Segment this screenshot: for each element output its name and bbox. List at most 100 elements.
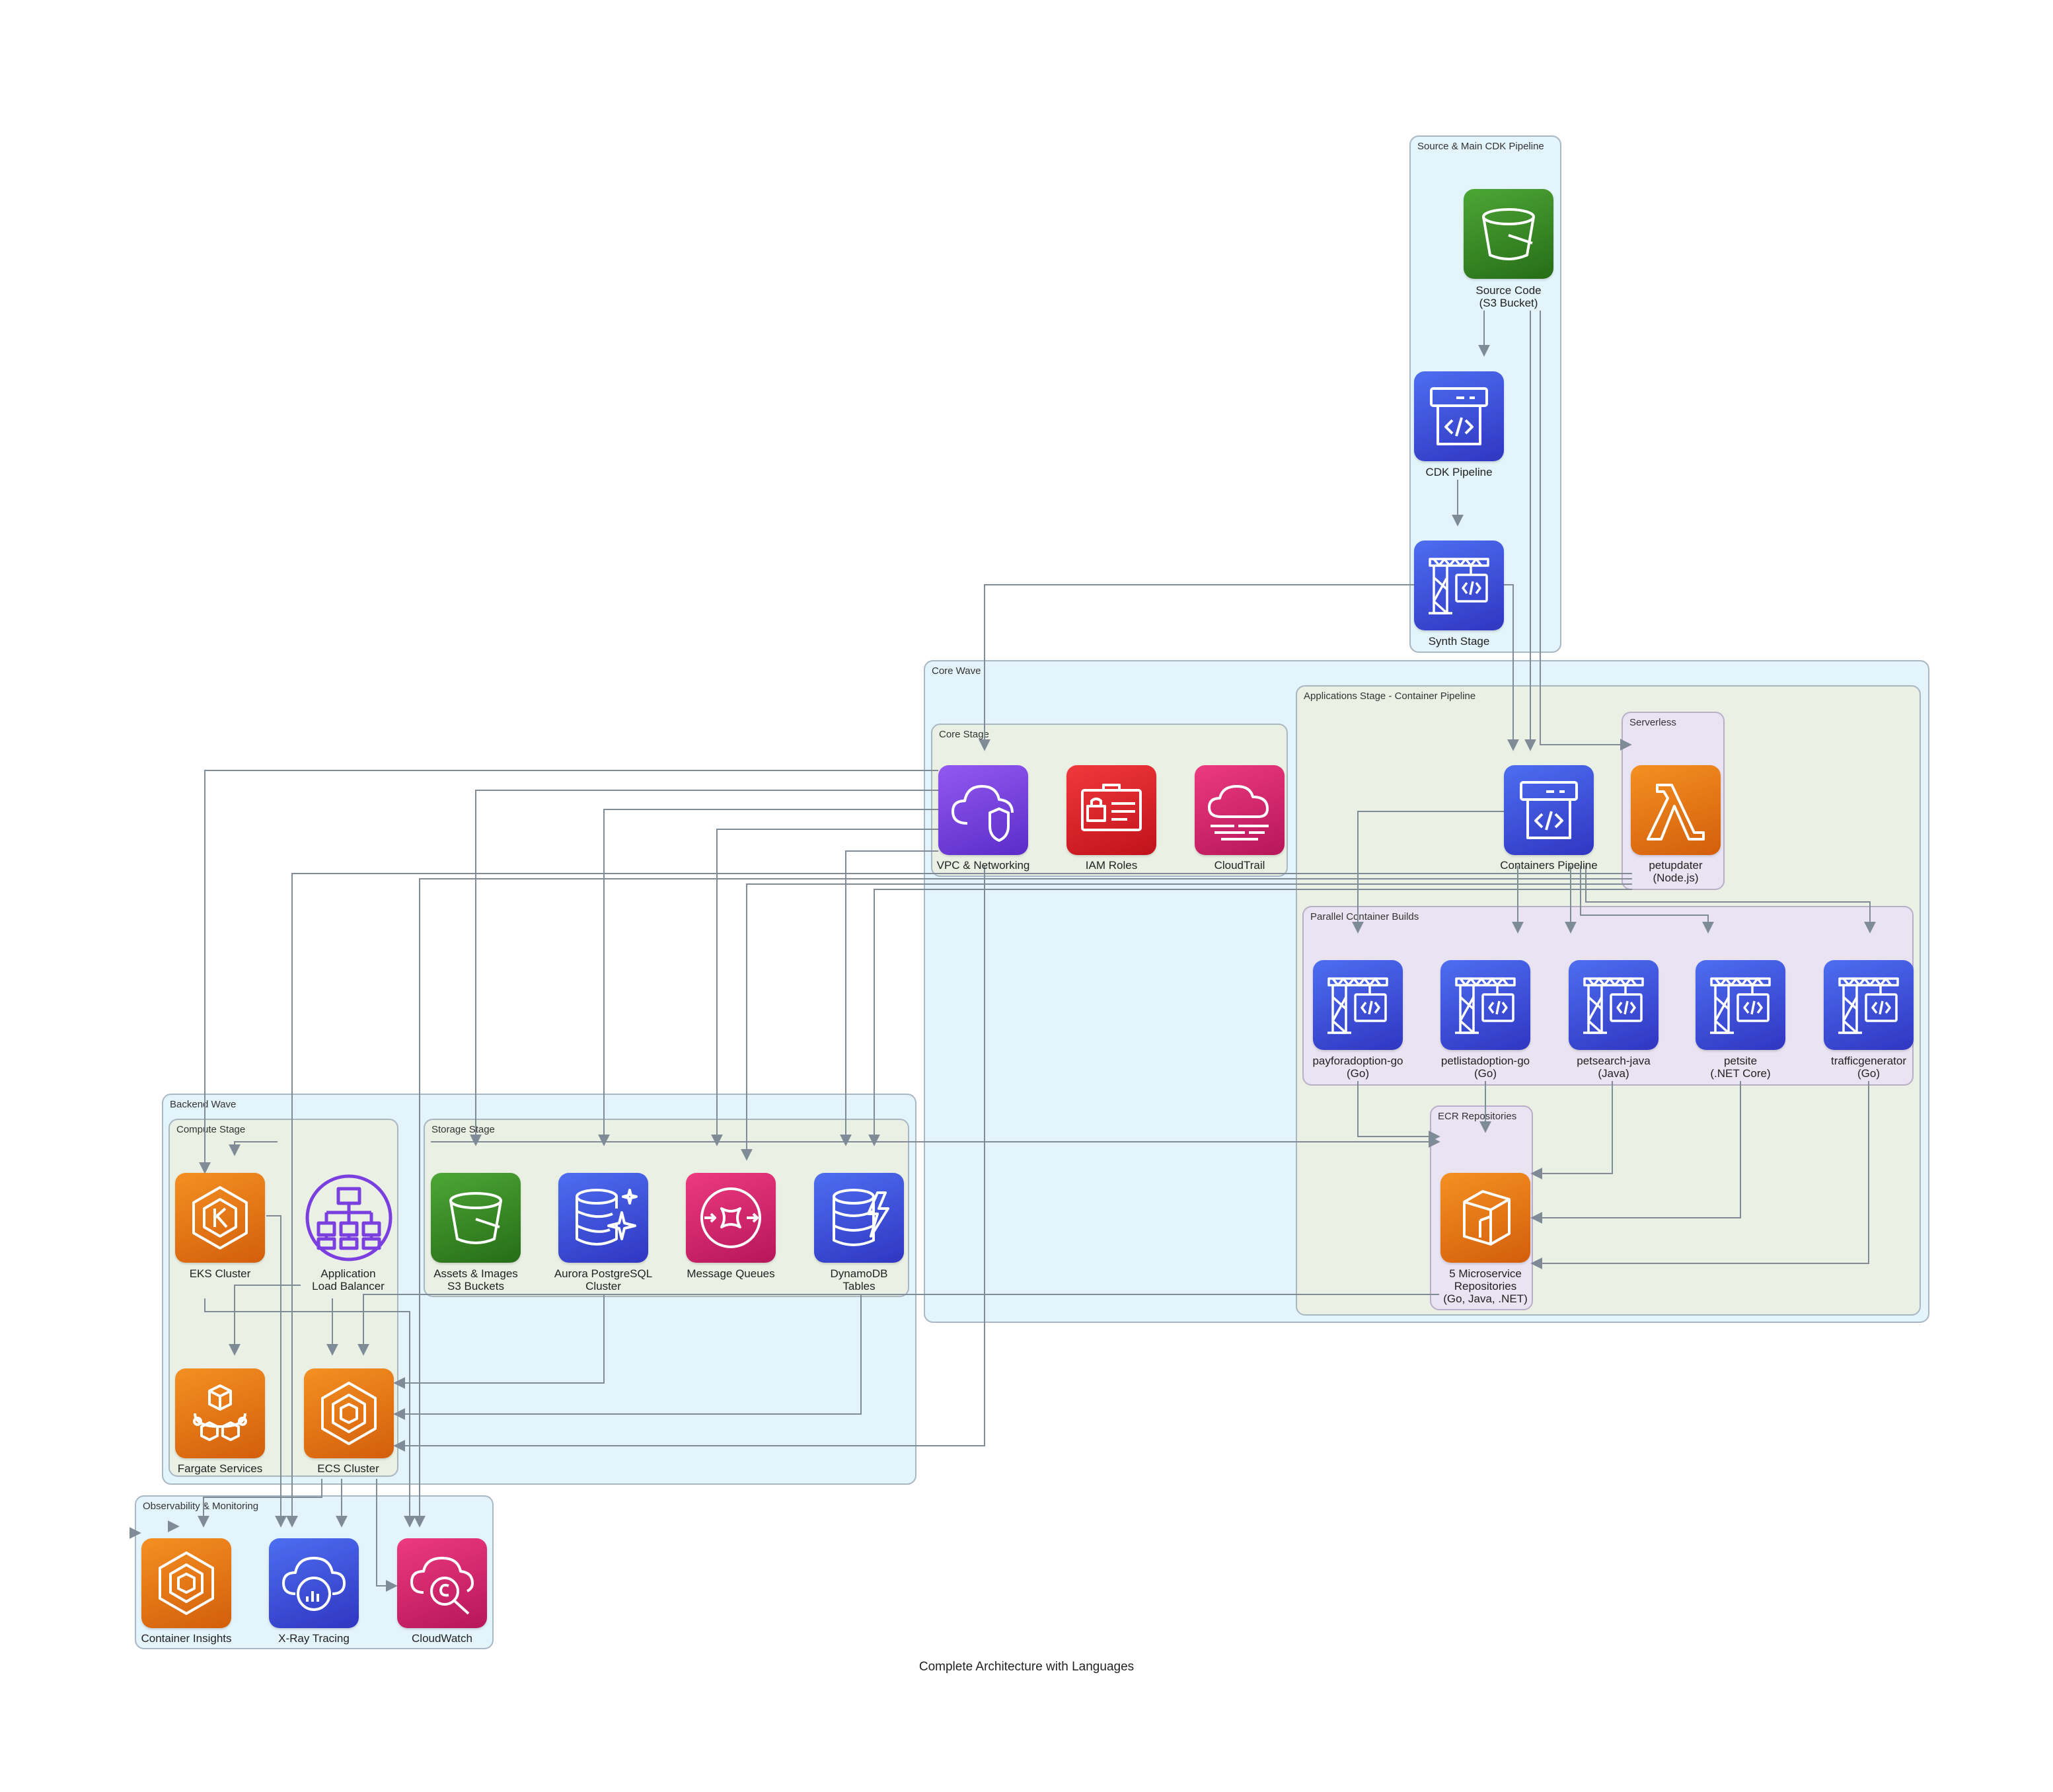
assets-s3-label: Assets & Images S3 Buckets: [433, 1267, 518, 1292]
cluster-label: Applications Stage - Container Pipeline: [1304, 691, 1476, 702]
codepipeline-icon: [1430, 387, 1488, 445]
edge-ecs-cloudwatch: [376, 1479, 398, 1592]
ecs-cluster-node[interactable]: [304, 1368, 394, 1458]
cloudwatch-label: CloudWatch: [412, 1632, 472, 1645]
petupdater-node[interactable]: [1631, 765, 1721, 855]
edge-vpc-dynamodb: [840, 850, 938, 1146]
cluster-label: Storage Stage: [431, 1124, 495, 1135]
dynamodb-label: DynamoDB Tables: [830, 1267, 888, 1292]
container-insights-label: Container Insights: [141, 1632, 232, 1645]
xray-icon: [282, 1557, 346, 1611]
cdk-pipeline-node[interactable]: [1414, 371, 1504, 461]
fargate-services-label: Fargate Services: [177, 1462, 263, 1475]
fargate-services-node[interactable]: [175, 1368, 265, 1458]
codebuild-icon: [1429, 558, 1489, 615]
edge-apps-eks: [286, 873, 1632, 1528]
message-queues-node[interactable]: [686, 1173, 776, 1263]
edge-eks-insights: [134, 1522, 146, 1534]
iam-roles-node[interactable]: [1066, 765, 1156, 855]
codebuild-icon: [1838, 977, 1899, 1034]
cloudtrail-label: CloudTrail: [1214, 859, 1265, 872]
fargate-icon: [193, 1384, 247, 1441]
cdk-pipeline-label: CDK Pipeline: [1425, 466, 1493, 478]
xray-label: X-Ray Tracing: [278, 1632, 350, 1645]
petsite-build-node[interactable]: [1696, 960, 1785, 1050]
aurora-label: Aurora PostgreSQL Cluster: [554, 1267, 653, 1292]
dynamodb-icon: [833, 1189, 889, 1246]
edge-apps-ecs: [741, 883, 1632, 1161]
load-balancer-icon: [305, 1174, 392, 1261]
edge-source-serverless: [1540, 311, 1632, 751]
synth-stage-label: Synth Stage: [1428, 635, 1490, 648]
trafficgenerator-build-node[interactable]: [1824, 960, 1914, 1050]
edge-apps-cloudwatch: [414, 878, 1632, 1528]
codebuild-icon: [1710, 977, 1771, 1034]
cloudwatch-node[interactable]: [397, 1538, 487, 1628]
synth-stage-node[interactable]: [1414, 541, 1504, 630]
source-code-node[interactable]: [1464, 189, 1553, 279]
lambda-icon: [1647, 784, 1705, 840]
containers-pipeline-label: Containers Pipeline: [1500, 859, 1598, 872]
petupdater-label: petupdater (Node.js): [1649, 859, 1703, 884]
xray-node[interactable]: [269, 1538, 359, 1628]
alb-node[interactable]: [304, 1173, 394, 1263]
ecs-cluster-label: ECS Cluster: [317, 1462, 379, 1475]
codepipeline-icon: [1520, 781, 1578, 839]
edge-aurora-ecs: [393, 1295, 605, 1389]
edge-petsite-ecr: [1530, 1081, 1741, 1224]
ecr-repositories-node[interactable]: [1440, 1173, 1530, 1263]
cluster-label: Core Stage: [939, 729, 989, 740]
codebuild-icon: [1455, 977, 1516, 1034]
edge-alb-fargate: [229, 1285, 301, 1356]
cluster-label: Parallel Container Builds: [1310, 911, 1419, 922]
petlistadoption-label: petlistadoption-go (Go): [1440, 1055, 1530, 1080]
cluster-label: Backend Wave: [170, 1099, 237, 1110]
edge-vpc-s3: [470, 790, 938, 1146]
sqs-icon: [700, 1187, 761, 1248]
eks-cluster-label: EKS Cluster: [189, 1267, 251, 1280]
vpc-node[interactable]: [938, 765, 1028, 855]
vpc-icon: [952, 785, 1014, 842]
eks-cluster-node[interactable]: [175, 1173, 265, 1263]
edge-compute-eks: [229, 1141, 278, 1156]
container-insights-node[interactable]: [141, 1538, 231, 1628]
cloudtrail-node[interactable]: [1195, 765, 1285, 855]
edge-vpc-eks: [199, 770, 938, 1174]
edge-ecr-compute: [357, 1294, 1439, 1356]
dynamodb-node[interactable]: [814, 1173, 904, 1263]
ecr-icon: [1463, 1190, 1511, 1246]
alb-label: Application Load Balancer: [312, 1267, 385, 1292]
message-queues-label: Message Queues: [687, 1267, 775, 1280]
edge-synth-core: [979, 584, 1502, 751]
edge-traffic-ecr: [1530, 1081, 1869, 1269]
iam-roles-label: IAM Roles: [1085, 859, 1138, 872]
payforadoption-label: payforadoption-go (Go): [1312, 1055, 1403, 1080]
edge-apps-dynamodb: [868, 889, 1632, 1146]
ecr-repositories-label: 5 Microservice Repositories (Go, Java, .…: [1443, 1267, 1528, 1305]
petlistadoption-build-node[interactable]: [1440, 960, 1530, 1050]
cluster-label: Compute Stage: [176, 1124, 246, 1135]
aurora-node[interactable]: [558, 1173, 648, 1263]
eks-icon: [192, 1186, 248, 1250]
codebuild-icon: [1583, 977, 1644, 1034]
petsearch-build-node[interactable]: [1569, 960, 1659, 1050]
assets-s3-node[interactable]: [431, 1173, 521, 1263]
cluster-label: ECR Repositories: [1438, 1111, 1517, 1122]
edge-vpc-queues: [711, 829, 938, 1146]
edge-petsearch-ecr: [1530, 1081, 1613, 1179]
petsite-label: petsite (.NET Core): [1710, 1055, 1771, 1080]
edge-vpc-aurora: [598, 809, 938, 1146]
edge-synth-apps: [1502, 584, 1519, 751]
containers-pipeline-node[interactable]: [1504, 765, 1594, 855]
ecs-icon: [159, 1551, 214, 1615]
edge-dynamodb-ecs: [393, 1295, 862, 1420]
payforadoption-build-node[interactable]: [1313, 960, 1403, 1050]
s3-bucket-icon: [449, 1192, 502, 1244]
cloudwatch-icon: [410, 1557, 474, 1615]
cluster-label: Core Wave: [932, 665, 981, 677]
diagram-title: Complete Architecture with Languages: [918, 1660, 1135, 1674]
source-code-label: Source Code (S3 Bucket): [1475, 284, 1542, 309]
cluster-label: Serverless: [1629, 717, 1676, 728]
